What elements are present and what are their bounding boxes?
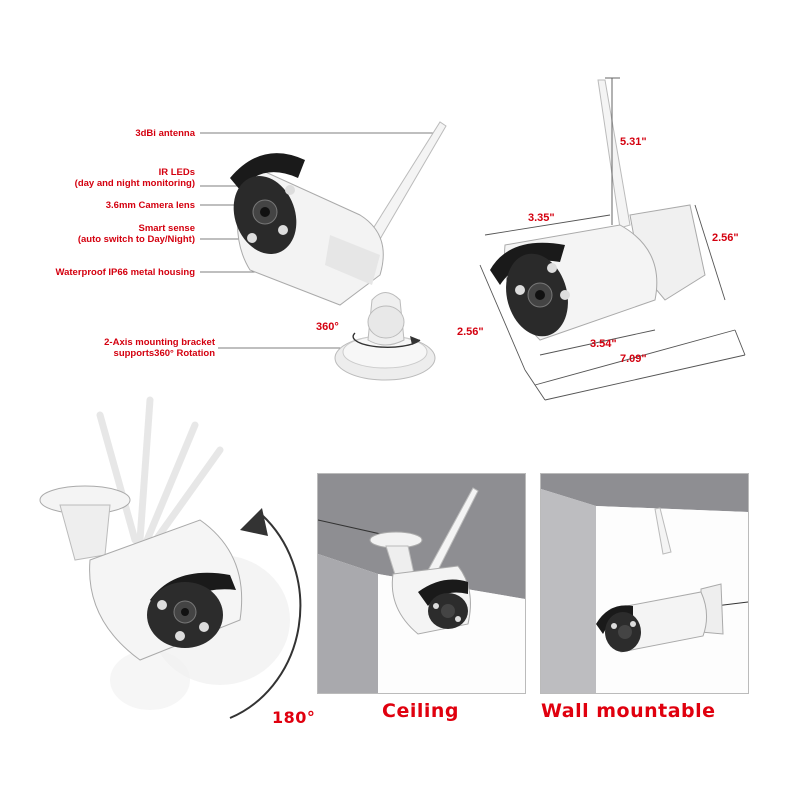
tilt-angle-label: 180°	[272, 708, 316, 727]
bracket-label: 2-Axis mounting bracket supports360° Rot…	[40, 337, 215, 359]
tilt-arc-shape	[229, 514, 302, 719]
lens-length-value: 3.54"	[590, 338, 617, 350]
dim-line-body	[484, 214, 611, 236]
front-height-value: 2.56"	[457, 326, 484, 338]
dim-line-lens	[539, 329, 656, 356]
bracket-subtitle: supports360° Rotation	[113, 348, 215, 359]
dim-line-total	[534, 329, 736, 386]
antenna-height-value: 5.31"	[620, 136, 647, 148]
body-length-value: 3.35"	[528, 212, 555, 224]
wall-panel	[540, 473, 749, 694]
lens-label: 3.6mm Camera lens	[105, 200, 195, 211]
rotation-label: 360°	[316, 321, 339, 333]
bracket-height-value: 2.56"	[712, 232, 739, 244]
ir-leds-label: IR LEDs (day and night monitoring)	[40, 167, 195, 189]
total-length-value: 7.09"	[620, 353, 647, 365]
tilt-arrow-head	[240, 508, 268, 536]
antenna-label: 3dBi antenna	[135, 128, 195, 139]
ir-leds-title: IR LEDs	[158, 167, 195, 178]
wall-mountable-label: Wall mountable	[541, 700, 716, 722]
dim-antenna-shape	[597, 79, 631, 229]
housing-label: Waterproof IP66 metal housing	[55, 267, 195, 278]
ceiling-panel	[317, 473, 526, 694]
ceiling-scene	[318, 474, 525, 693]
ceiling-label: Ceiling	[382, 700, 459, 722]
smart-sense-subtitle: (auto switch to Day/Night)	[77, 234, 195, 245]
smart-sense-label: Smart sense (auto switch to Day/Night)	[40, 223, 195, 245]
ir-leds-subtitle: (day and night monitoring)	[74, 178, 195, 189]
dim-line-bracket	[694, 204, 726, 301]
wall-scene	[541, 474, 748, 693]
bracket-title: 2-Axis mounting bracket	[104, 337, 215, 348]
dim-line-front	[479, 264, 526, 371]
smart-sense-title: Smart sense	[138, 223, 195, 234]
